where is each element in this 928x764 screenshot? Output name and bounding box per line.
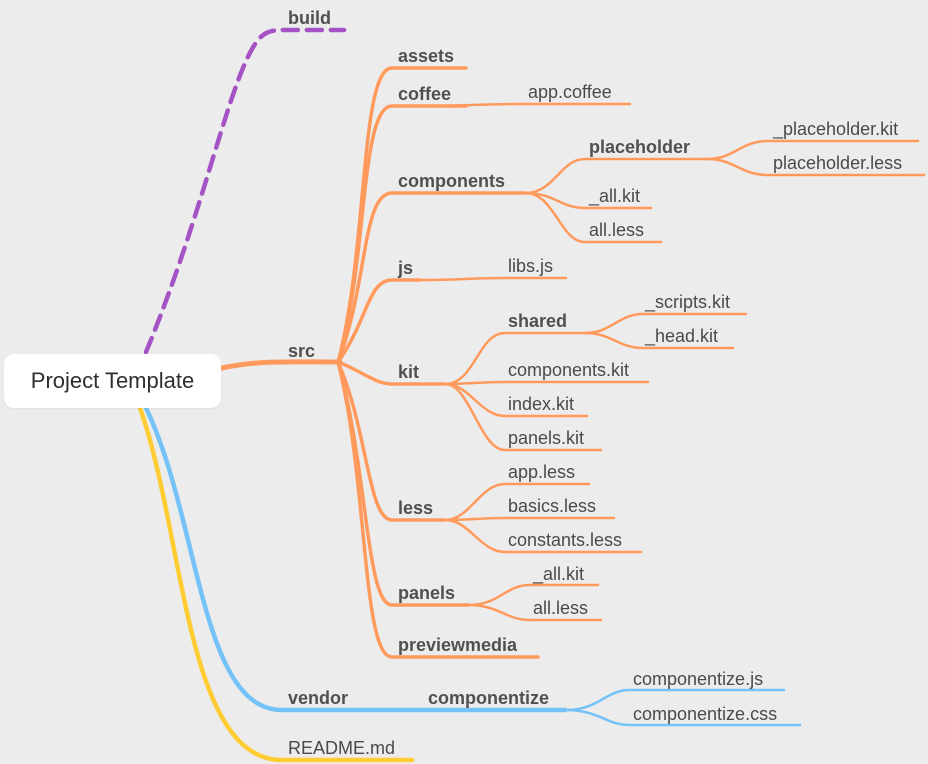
node-panels[interactable]: panels: [398, 583, 456, 603]
node-coffee[interactable]: coffee: [398, 84, 452, 104]
branch-components: [336, 191, 527, 364]
node-componentize-css[interactable]: componentize.css: [633, 704, 778, 724]
branch-vendor: [143, 405, 568, 713]
node-build[interactable]: build: [288, 8, 331, 28]
branch-readme: [137, 405, 415, 763]
node-kit[interactable]: kit: [398, 362, 420, 382]
node-components-all-kit[interactable]: _all.kit: [589, 186, 641, 206]
branch-app-less: [443, 482, 591, 522]
node-basics-less[interactable]: basics.less: [508, 496, 597, 516]
branch-app-coffee: [418, 102, 632, 108]
node-assets[interactable]: assets: [398, 46, 455, 66]
node-placeholder[interactable]: placeholder: [589, 137, 691, 157]
node-libs-js[interactable]: libs.js: [508, 256, 554, 276]
node-js[interactable]: js: [398, 258, 414, 278]
branch-assets: [336, 66, 468, 364]
branch-componentize-css: [563, 708, 802, 727]
node-componentize-js[interactable]: componentize.js: [633, 669, 764, 689]
node-panels-kit[interactable]: panels.kit: [508, 428, 585, 448]
branch-previewmedia: [336, 360, 540, 659]
node-components-kit[interactable]: components.kit: [508, 360, 630, 380]
root-label: Project Template: [30, 368, 195, 393]
node-vendor[interactable]: vendor: [288, 688, 349, 708]
node-previewmedia[interactable]: previewmedia: [398, 635, 518, 655]
node-components[interactable]: components: [398, 171, 506, 191]
branch-src: [219, 359, 343, 371]
node-scripts-kit[interactable]: _scripts.kit: [645, 292, 731, 312]
branch-kit: [336, 360, 447, 386]
branch-js: [336, 278, 422, 364]
node-app-coffee[interactable]: app.coffee: [528, 82, 612, 102]
branch-placeholder-less: [705, 157, 926, 177]
node-components-all-less[interactable]: all.less: [589, 220, 645, 240]
node-shared[interactable]: shared: [508, 311, 568, 331]
node-panels-all-kit[interactable]: _all.kit: [533, 564, 585, 584]
branch-panels-all-less: [466, 603, 603, 622]
node-head-kit[interactable]: _head.kit: [645, 326, 719, 346]
branch-components-all-less: [523, 191, 663, 244]
branch-build: [143, 27, 347, 355]
node-app-less[interactable]: app.less: [508, 462, 576, 482]
node-componentize[interactable]: componentize: [428, 688, 550, 708]
branch-less: [336, 360, 447, 522]
branch-constants-less: [443, 518, 643, 554]
node-panels-all-less[interactable]: all.less: [533, 598, 589, 618]
branch-components-kit: [443, 380, 650, 386]
node-placeholder-less[interactable]: placeholder.less: [773, 153, 903, 173]
node-less[interactable]: less: [398, 498, 434, 518]
branch-coffee: [336, 104, 468, 364]
node-src[interactable]: src: [288, 341, 316, 361]
node-constants-less[interactable]: constants.less: [508, 530, 623, 550]
branch-panels-kit: [443, 382, 603, 452]
node-placeholder-kit[interactable]: _placeholder.kit: [773, 119, 899, 139]
branch-basics-less: [443, 516, 616, 522]
branch-head-kit: [583, 331, 735, 350]
branch-libs-js: [418, 276, 568, 282]
node-readme[interactable]: README.md: [288, 738, 396, 758]
root-node[interactable]: Project Template: [4, 354, 221, 408]
branch-shared: [443, 331, 587, 386]
node-index-kit[interactable]: index.kit: [508, 394, 575, 414]
branch-placeholder: [523, 157, 709, 195]
